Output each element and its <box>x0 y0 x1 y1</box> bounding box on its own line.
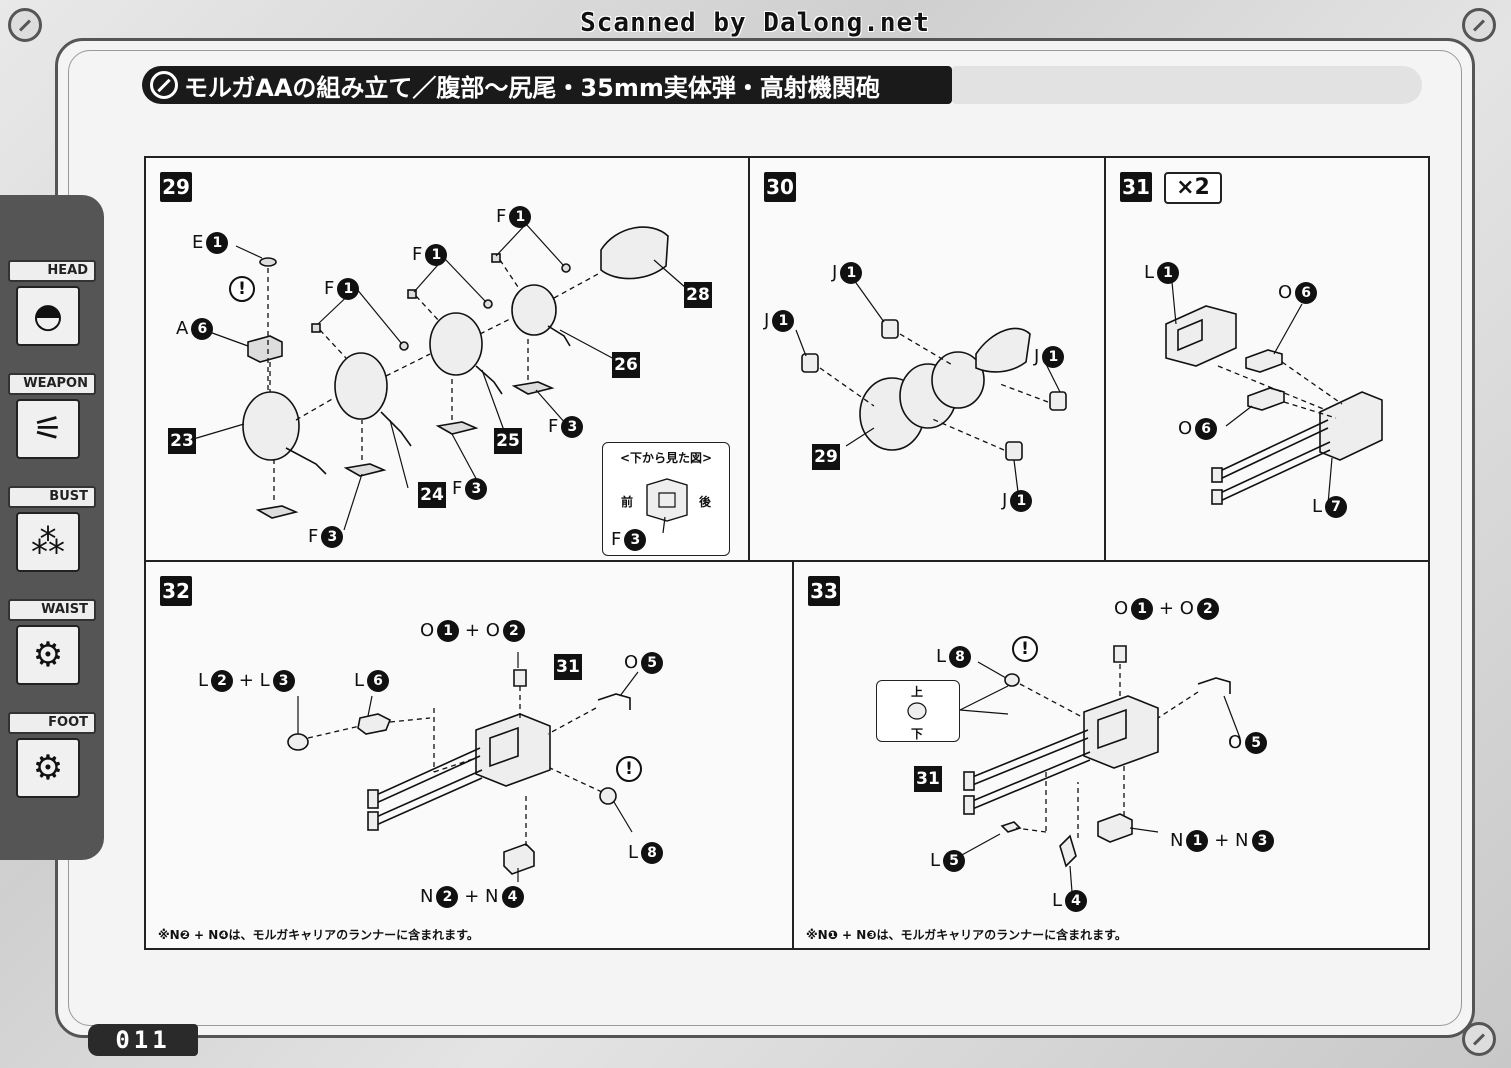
page-title-bar: モルガAAの組み立て／腹部～尻尾・35mm実体弾・高射機関砲 <box>142 66 952 104</box>
corner-bolt-icon <box>1462 1022 1496 1056</box>
sidebar-tab-label: FOOT <box>8 712 96 734</box>
bottom-view-diagram <box>646 478 688 534</box>
step-ref-tag: 31 <box>914 766 942 792</box>
inset-bottom-label: 下 <box>911 727 924 741</box>
page-title: モルガAAの組み立て／腹部～尻尾・35mm実体弾・高射機関砲 <box>184 73 880 102</box>
runner-note: ※N❶ + N❸は、モルガキャリアのランナーに含まれます。 <box>806 928 1127 942</box>
step-ref-tag: 25 <box>494 428 522 454</box>
caution-icon: ! <box>1012 636 1038 662</box>
page-number: 011 <box>88 1024 198 1056</box>
step-ref-tag: 28 <box>684 282 712 308</box>
sidebar-tab-foot[interactable]: FOOT ⚙ <box>8 712 96 798</box>
waist-icon: ⚙ <box>16 625 80 685</box>
sidebar-tab-label: BUST <box>8 486 96 508</box>
inset-title: <下から見た図> <box>619 451 713 465</box>
step-ref-tag: 26 <box>612 352 640 378</box>
sidebar-tab-bust[interactable]: BUST ⁂ <box>8 486 96 572</box>
runner-note: ※N❷ + N❹は、モルガキャリアのランナーに含まれます。 <box>158 928 479 942</box>
step-number: 29 <box>160 172 192 202</box>
step-30-diagram <box>795 279 1067 493</box>
step-29-diagram <box>189 223 687 531</box>
orientation-diagram <box>907 702 927 720</box>
foot-icon: ⚙ <box>16 738 80 798</box>
sidebar-tab-weapon[interactable]: WEAPON ⚟ <box>8 373 96 459</box>
no-entry-icon <box>150 71 178 99</box>
caution-icon: ! <box>616 756 642 782</box>
step-number: 33 <box>808 576 840 606</box>
step-number: 31 <box>1120 172 1152 202</box>
scan-credit: Scanned by Dalong.net <box>580 8 930 38</box>
step-number: 30 <box>764 172 796 202</box>
step-ref-tag: 29 <box>812 444 840 470</box>
step-29-panel: 29 <box>144 156 750 562</box>
inset-front-label: 前 <box>621 495 634 509</box>
sidebar-tab-label: WEAPON <box>8 373 96 395</box>
sidebar-tab-head[interactable]: HEAD ◓ <box>8 260 96 346</box>
step-32-panel: 32 <box>144 560 794 950</box>
step-33-diagram <box>959 645 1241 893</box>
orientation-inset: 上 下 <box>876 680 960 742</box>
step-ref-tag: 24 <box>418 482 446 508</box>
step-33-panel: 33 <box>792 560 1430 950</box>
inset-top-label: 上 <box>911 685 924 699</box>
sidebar-tab-label: HEAD <box>8 260 96 282</box>
title-bar-extension <box>952 66 1422 104</box>
step-ref-tag: 23 <box>168 428 196 454</box>
sidebar-tab-waist[interactable]: WAIST ⚙ <box>8 599 96 685</box>
step-number: 32 <box>160 576 192 606</box>
caution-icon: ! <box>229 276 255 302</box>
inset-back-label: 後 <box>699 495 712 509</box>
bust-icon: ⁂ <box>16 512 80 572</box>
corner-bolt-icon <box>8 8 42 42</box>
step-32-diagram <box>287 652 639 882</box>
corner-bolt-icon <box>1462 8 1496 42</box>
step-31-diagram <box>1165 281 1383 505</box>
sidebar-tab-label: WAIST <box>8 599 96 621</box>
head-icon: ◓ <box>16 286 80 346</box>
quantity-multiplier: ×2 <box>1164 172 1222 204</box>
step-ref-tag: 31 <box>554 654 582 680</box>
weapon-icon: ⚟ <box>16 399 80 459</box>
